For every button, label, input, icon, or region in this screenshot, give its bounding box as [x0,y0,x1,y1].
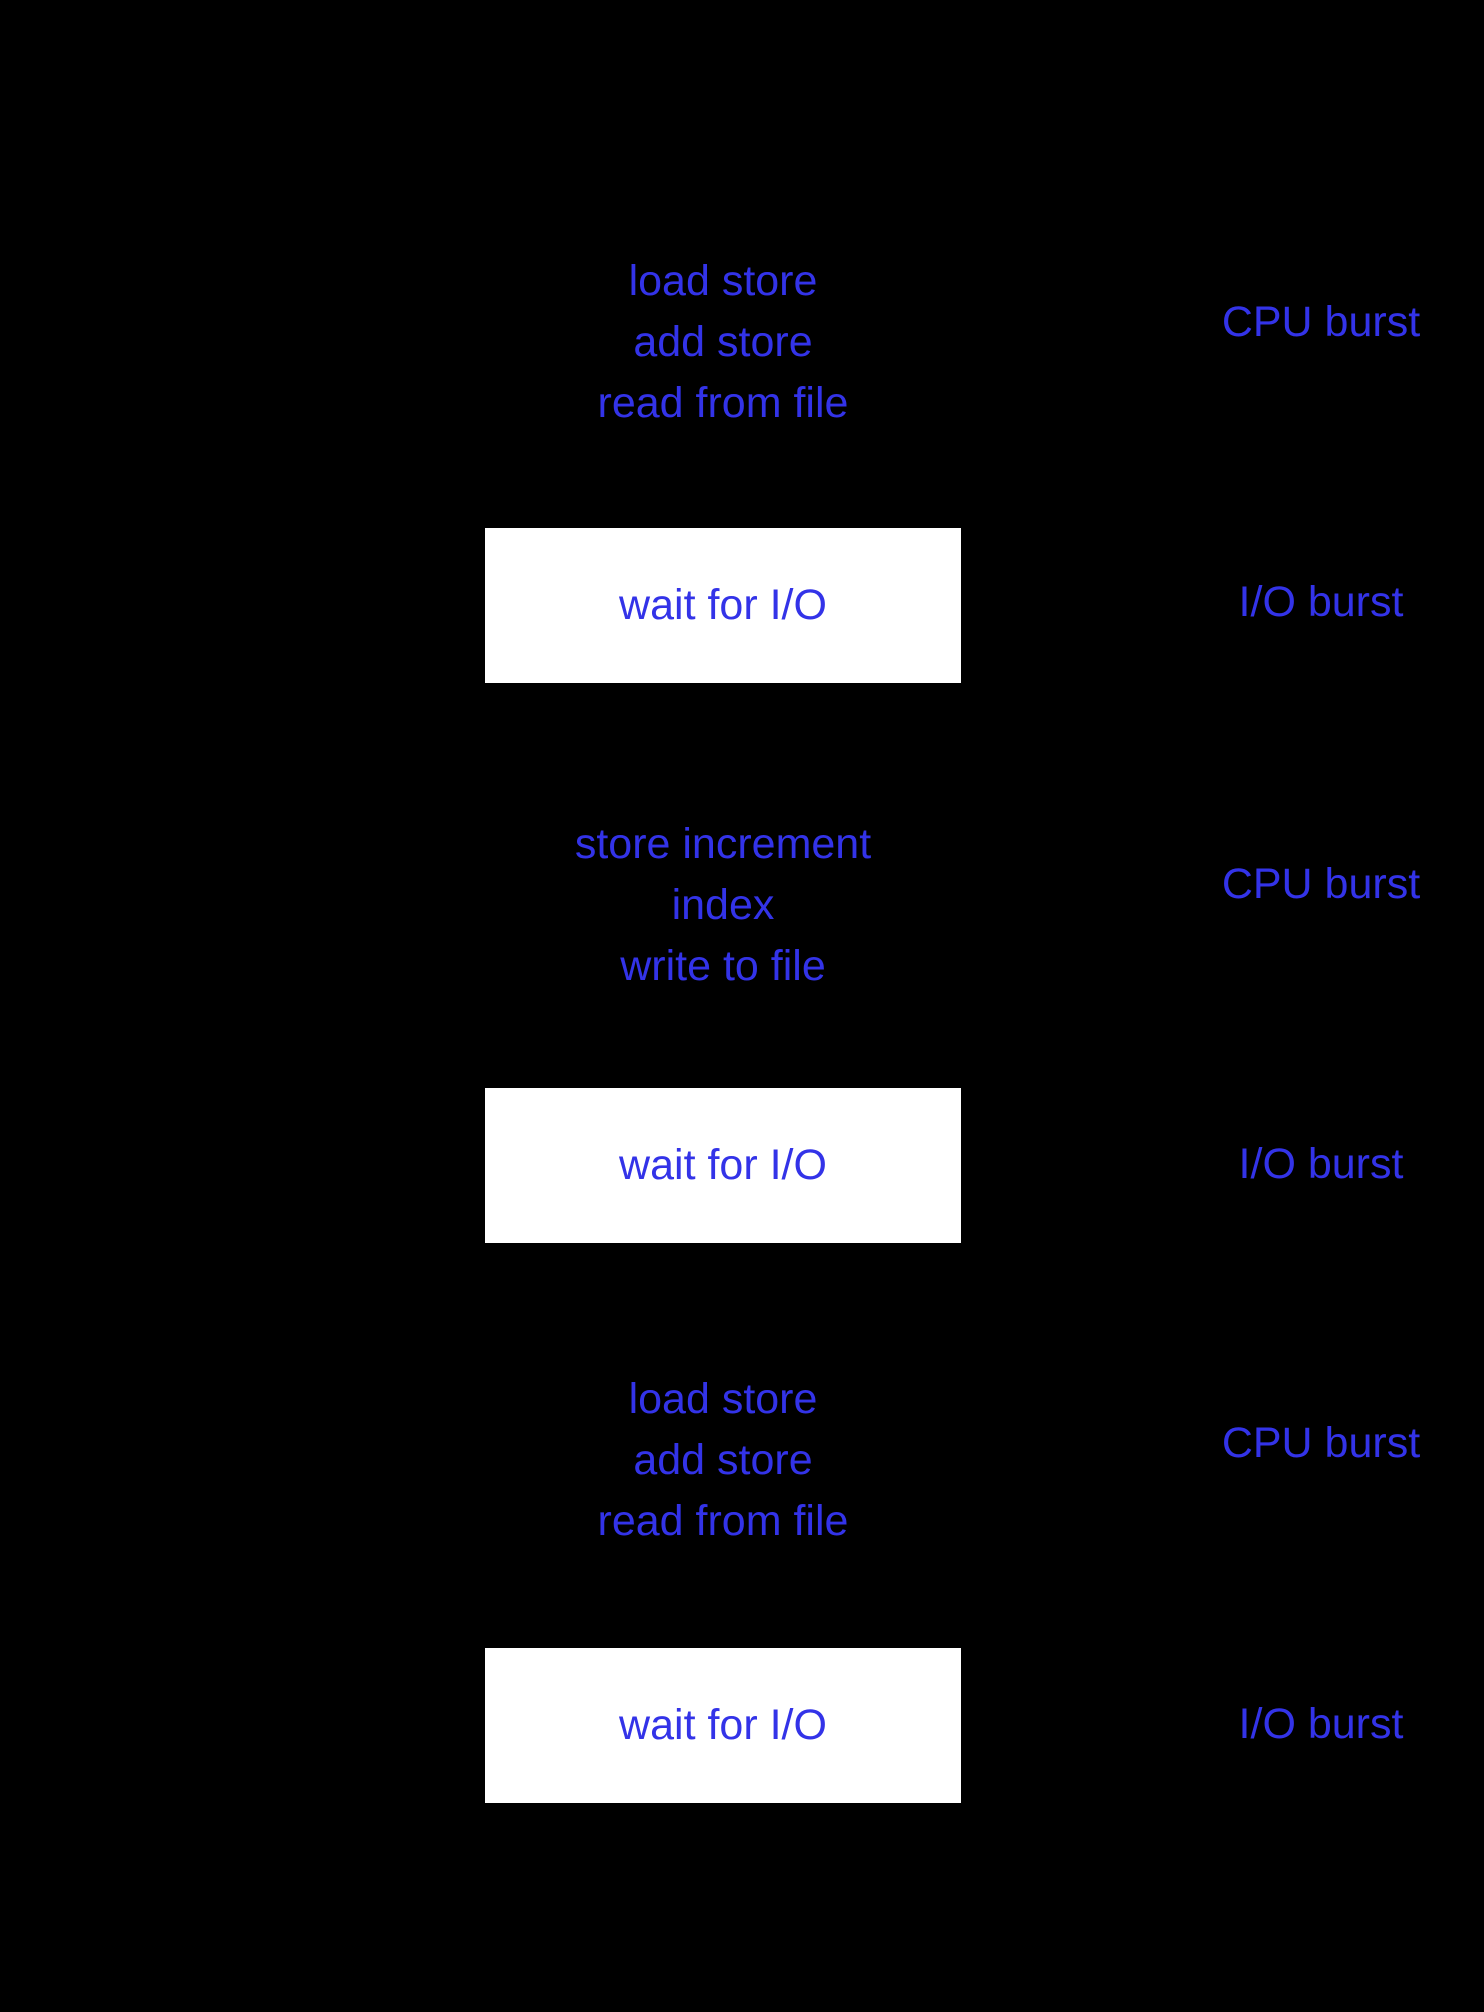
instruction-line: load store [628,1375,818,1423]
cpu-burst-instructions-1: load store add store read from file [473,251,973,434]
instruction-line: add store [633,1436,813,1484]
instruction-line: store increment [574,820,872,868]
wait-for-io-label: wait for I/O [619,581,827,629]
instruction-line: read from file [597,1497,849,1545]
wait-for-io-box-1: wait for I/O [485,528,961,683]
wait-for-io-label: wait for I/O [619,1701,827,1749]
instruction-line: read from file [597,379,849,427]
instruction-line: write to file [620,942,826,990]
io-burst-side-label-1: I/O burst [1238,578,1404,626]
instruction-line: index [671,881,775,929]
io-burst-side-label-3: I/O burst [1238,1700,1404,1748]
cpu-burst-side-label-1: CPU burst [1221,298,1421,346]
cpu-burst-instructions-2: store increment index write to file [473,814,973,997]
instruction-line: add store [633,318,813,366]
cpu-burst-instructions-3: load store add store read from file [473,1369,973,1552]
wait-for-io-box-2: wait for I/O [485,1088,961,1243]
wait-for-io-box-3: wait for I/O [485,1648,961,1803]
instruction-line: load store [628,257,818,305]
wait-for-io-label: wait for I/O [619,1141,827,1189]
cpu-burst-side-label-3: CPU burst [1221,1419,1421,1467]
cpu-burst-side-label-2: CPU burst [1221,860,1421,908]
io-burst-side-label-2: I/O burst [1238,1140,1404,1188]
